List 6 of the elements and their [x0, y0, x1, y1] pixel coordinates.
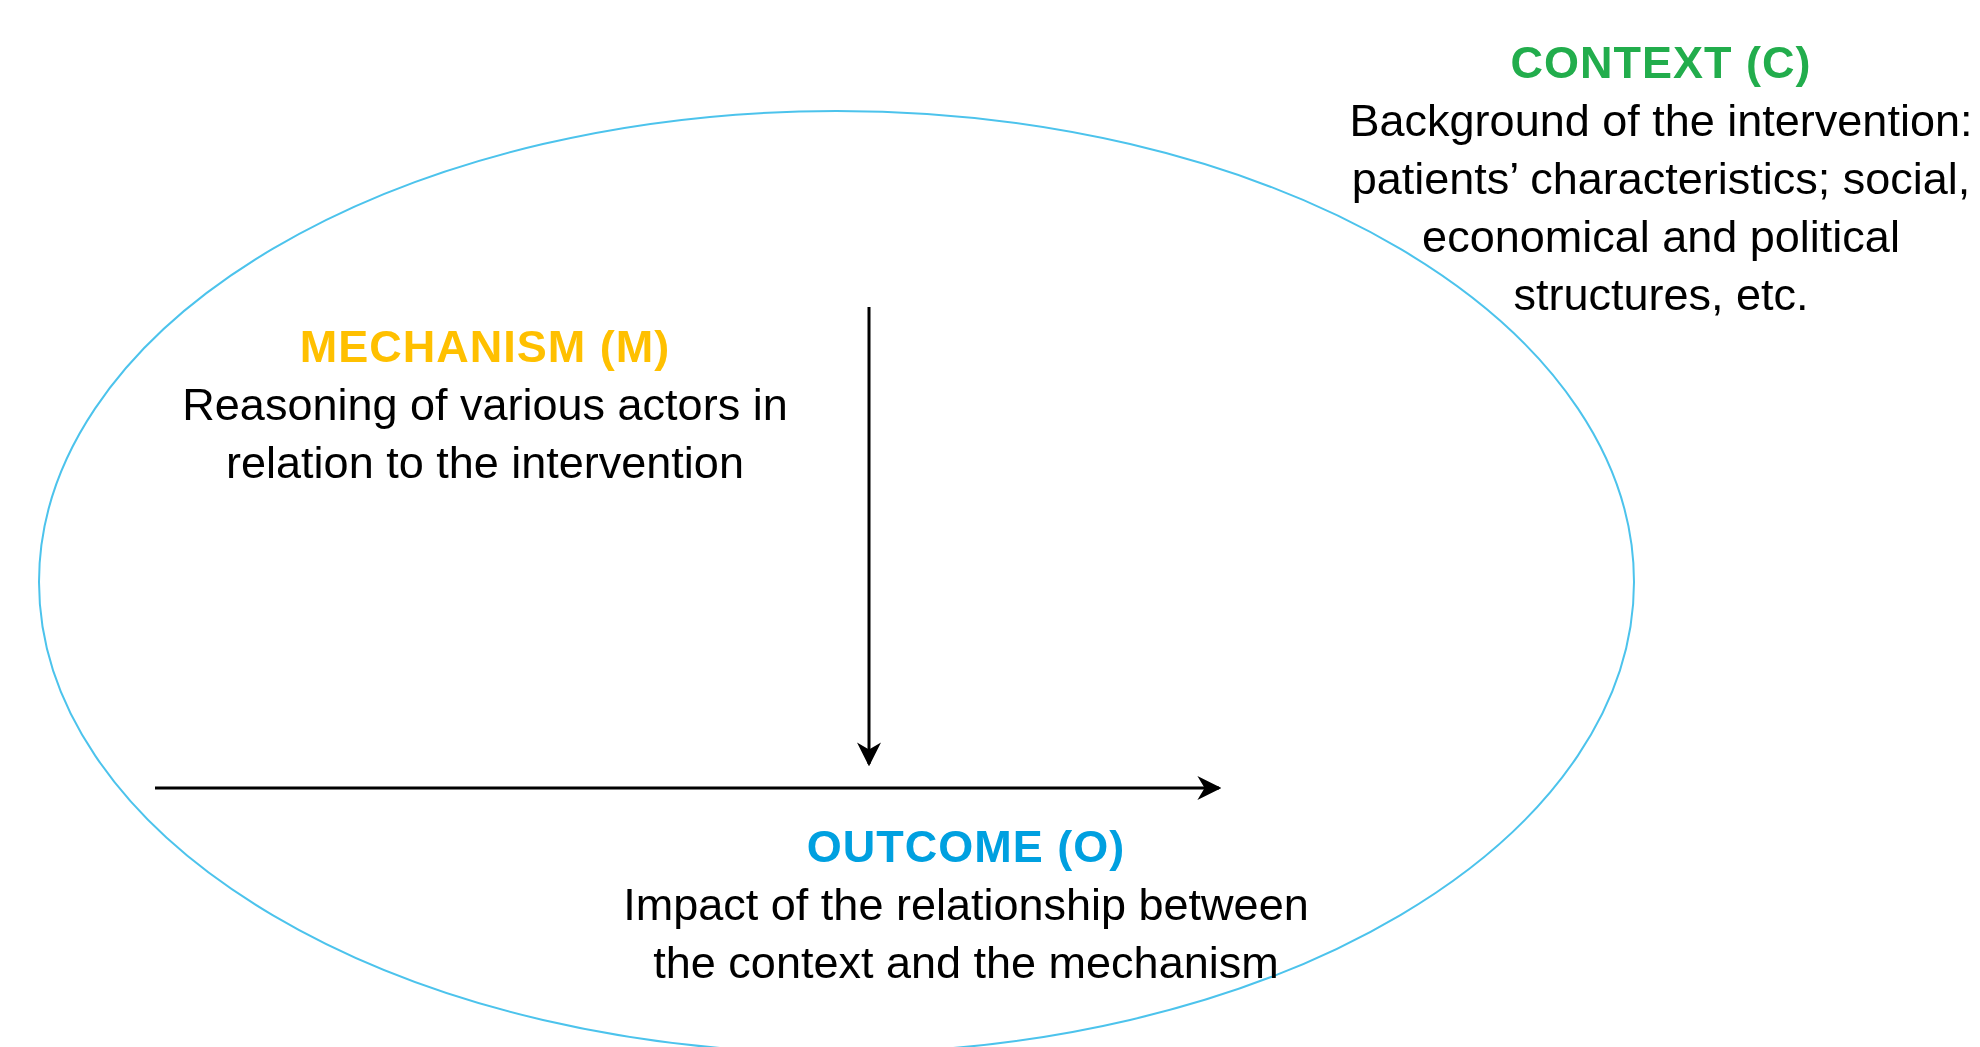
description-text: Impact of the relationship between the context and the mechanism: [622, 878, 1310, 990]
heading-text: OUTCOME (O): [805, 820, 1127, 874]
heading-text: MECHANISM (M): [298, 320, 672, 374]
heading-text: CONTEXT (C): [1509, 36, 1813, 90]
description-text: Background of the intervention: patients’ characteristics; social, economical and political structures, etc.: [1348, 94, 1974, 322]
description-text: Reasoning of various actors in relation to the intervention: [181, 378, 789, 490]
